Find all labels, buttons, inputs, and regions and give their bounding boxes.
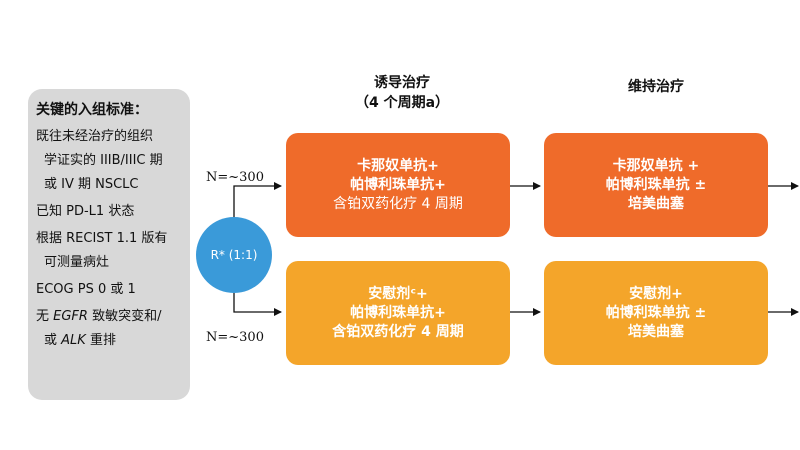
criteria-text: 重排 xyxy=(85,333,116,348)
induction-subtitle: （4 个周期a） xyxy=(354,95,450,111)
criteria-item: 既往未经治疗的组织 xyxy=(36,129,154,144)
box-line: 卡那奴单抗 + xyxy=(612,157,700,174)
bottom-arm-induction-box: 安慰剂ᶜ+ 帕博利珠单抗+ 含铂双药化疗 4 周期 xyxy=(286,261,510,365)
inclusion-criteria-panel: 关键的入组标准： 既往未经治疗的组织 学证实的 IIIB/IIIC 期 或 IV… xyxy=(28,89,190,400)
randomization-node: R* (1:1) xyxy=(196,217,272,293)
box-line: 培美曲塞 xyxy=(628,323,684,340)
box-line: 安慰剂+ xyxy=(629,285,683,302)
maintenance-title: 维持治疗 xyxy=(628,79,684,95)
criteria-item: 学证实的 IIIB/IIIC 期 xyxy=(44,153,163,168)
criteria-text: 无 xyxy=(36,309,54,324)
criteria-item: ECOG PS 0 或 1 xyxy=(36,282,136,297)
criteria-title: 关键的入组标准： xyxy=(36,102,148,118)
box-line: 安慰剂ᶜ+ xyxy=(368,285,428,302)
criteria-item: 已知 PD-L1 状态 xyxy=(36,204,135,219)
arrow-to-top-arm xyxy=(233,182,282,218)
box-line: 帕博利珠单抗 ± xyxy=(605,304,707,321)
criteria-item: 无 EGFR 致敏突变和/ xyxy=(36,308,182,326)
criteria-item: 根据 RECIST 1.1 版有 xyxy=(36,231,168,246)
induction-title: 诱导治疗 xyxy=(374,75,430,91)
n-label-top: N=~300 xyxy=(206,170,264,185)
box-line: 帕博利珠单抗+ xyxy=(350,176,446,193)
maintenance-phase-header: 维持治疗 xyxy=(596,77,716,97)
criteria-item: 或 IV 期 NSCLC xyxy=(44,177,139,192)
box-line: 帕博利珠单抗 ± xyxy=(605,176,707,193)
criteria-item: 可测量病灶 xyxy=(44,255,110,270)
box-line: 培美曲塞 xyxy=(628,195,684,212)
top-arm-maintenance-box: 卡那奴单抗 + 帕博利珠单抗 ± 培美曲塞 xyxy=(544,133,768,237)
criteria-item: 或 ALK 重排 xyxy=(36,332,182,350)
induction-phase-header: 诱导治疗 （4 个周期a） xyxy=(342,73,462,113)
box-line: 含铂双药化疗 4 周期 xyxy=(332,323,464,340)
n-label-bottom: N=~300 xyxy=(206,330,264,345)
bottom-arm-maintenance-box: 安慰剂+ 帕博利珠单抗 ± 培美曲塞 xyxy=(544,261,768,365)
criteria-text: 或 xyxy=(44,333,62,348)
box-line: 含铂双药化疗 4 周期 xyxy=(333,195,463,212)
arrow-to-bottom-arm xyxy=(233,292,282,316)
criteria-gene-egfr: EGFR xyxy=(53,309,88,324)
criteria-gene-alk: ALK xyxy=(61,333,86,348)
criteria-text: 致敏突变和/ xyxy=(87,309,162,324)
box-line: 卡那奴单抗+ xyxy=(357,157,439,174)
box-line: 帕博利珠单抗+ xyxy=(350,304,446,321)
top-arm-induction-box: 卡那奴单抗+ 帕博利珠单抗+ 含铂双药化疗 4 周期 xyxy=(286,133,510,237)
